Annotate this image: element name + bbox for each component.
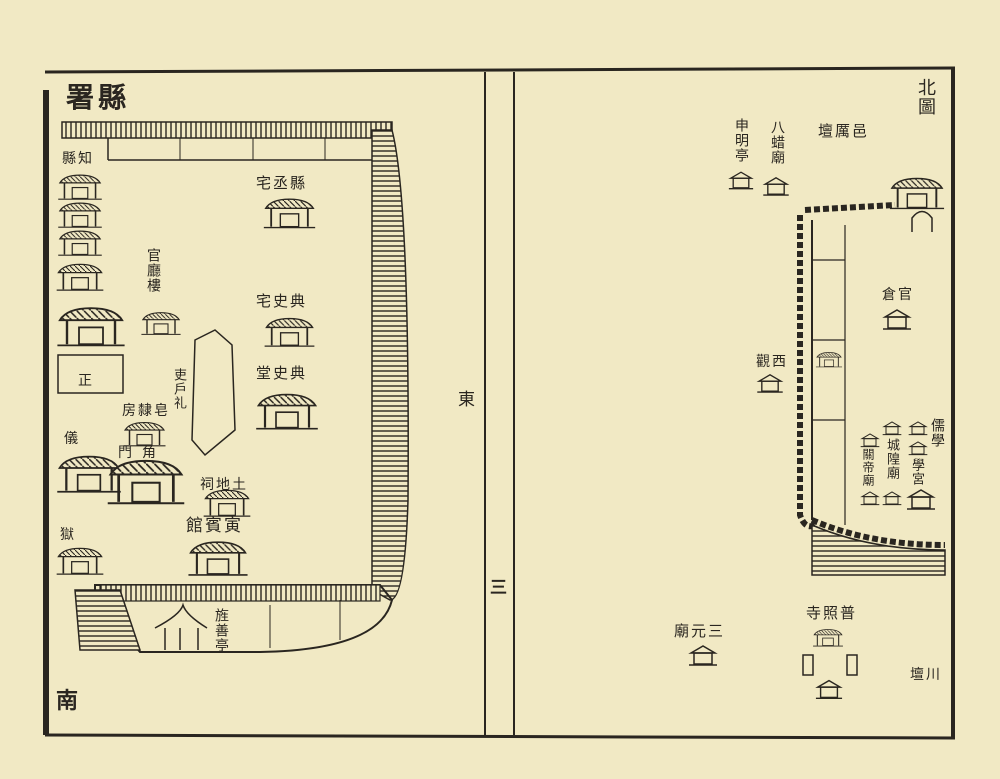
official-tower-label: 官廳樓 bbox=[145, 248, 161, 293]
confucian-school-building-2 bbox=[908, 441, 928, 456]
north-gate-tower bbox=[888, 177, 946, 210]
official-tower-building bbox=[140, 311, 182, 336]
city-wall bbox=[797, 202, 946, 576]
guandi-temple-building-2 bbox=[860, 491, 880, 506]
main-hall-label: 正 bbox=[78, 373, 92, 389]
proclamation-pavilion-building bbox=[728, 171, 754, 190]
runners-quarters-label: 皂隸房 bbox=[122, 403, 170, 419]
river-altar-label: 川壇 bbox=[910, 667, 942, 683]
yamen-title: 縣署 bbox=[66, 81, 131, 114]
city-god-temple-building-1 bbox=[882, 421, 902, 436]
offices-corridor bbox=[191, 329, 236, 457]
yamen-wall bbox=[61, 121, 409, 653]
earth-god-shrine-building bbox=[202, 489, 252, 517]
good-deeds-pavilion-label: 旌善亭 bbox=[213, 608, 229, 653]
sanyuan-temple-building bbox=[688, 645, 718, 666]
city-god-temple-building-2 bbox=[882, 491, 902, 506]
runners-quarters-building bbox=[122, 421, 167, 447]
offices-label: 吏戶礼 bbox=[171, 368, 186, 410]
jailer-hall-building bbox=[254, 393, 320, 431]
yili-altar-label: 邑厲壇 bbox=[818, 122, 870, 140]
north-gate-arch bbox=[911, 210, 933, 232]
confucian-school-label: 儒學 bbox=[929, 418, 945, 448]
magistrate-label: 知縣 bbox=[62, 151, 94, 167]
school-palace-building bbox=[906, 489, 936, 510]
west-temple-label: 西觀 bbox=[756, 354, 788, 370]
earth-god-shrine-label: 土地祠 bbox=[200, 477, 248, 493]
side-gate-building bbox=[106, 459, 186, 505]
west-temple-building bbox=[756, 374, 784, 393]
assistant-residence-label: 縣丞宅 bbox=[256, 174, 308, 192]
side-gate-label: 角門 bbox=[118, 445, 166, 461]
direction-east: 東 bbox=[458, 390, 475, 410]
confucian-school-building-1 bbox=[908, 421, 928, 436]
prison-label: 獄 bbox=[60, 527, 74, 543]
bazha-temple-building bbox=[762, 176, 790, 196]
guest-house-label: 寅賓館 bbox=[186, 516, 243, 536]
jailer-residence-building bbox=[263, 317, 316, 347]
prison-building bbox=[55, 547, 105, 576]
proclamation-pavilion-label: 申明亭 bbox=[733, 118, 749, 163]
direction-south: 南 bbox=[56, 688, 79, 714]
guandi-temple-label: 關帝廟 bbox=[861, 448, 875, 487]
guandi-temple-building-1 bbox=[860, 433, 880, 448]
good-deeds-pavilion-building bbox=[154, 602, 208, 650]
jailer-hall-label: 典史堂 bbox=[256, 364, 308, 382]
page-number: 三 bbox=[490, 578, 507, 598]
puzhao-temple-complex bbox=[802, 628, 858, 700]
sanyuan-temple-label: 三元廟 bbox=[674, 622, 726, 640]
inner-gate-building bbox=[815, 351, 843, 368]
jailer-residence-label: 典史宅 bbox=[256, 292, 308, 310]
school-palace-label: 學宮 bbox=[909, 458, 924, 486]
page-frame bbox=[43, 66, 956, 740]
granary-label: 官倉 bbox=[882, 287, 914, 303]
granary-building bbox=[882, 309, 912, 330]
city-god-temple-label: 城隍廟 bbox=[884, 438, 899, 480]
ceremonial-gate-label: 儀 bbox=[64, 431, 78, 447]
north-map-title: 北圖 bbox=[915, 78, 936, 116]
bazha-temple-label: 八蜡廟 bbox=[769, 120, 785, 165]
assistant-residence-building bbox=[262, 198, 317, 229]
guest-house-building bbox=[187, 541, 249, 576]
magistrate-tower bbox=[55, 174, 126, 394]
puzhao-temple-label: 普照寺 bbox=[806, 604, 858, 622]
